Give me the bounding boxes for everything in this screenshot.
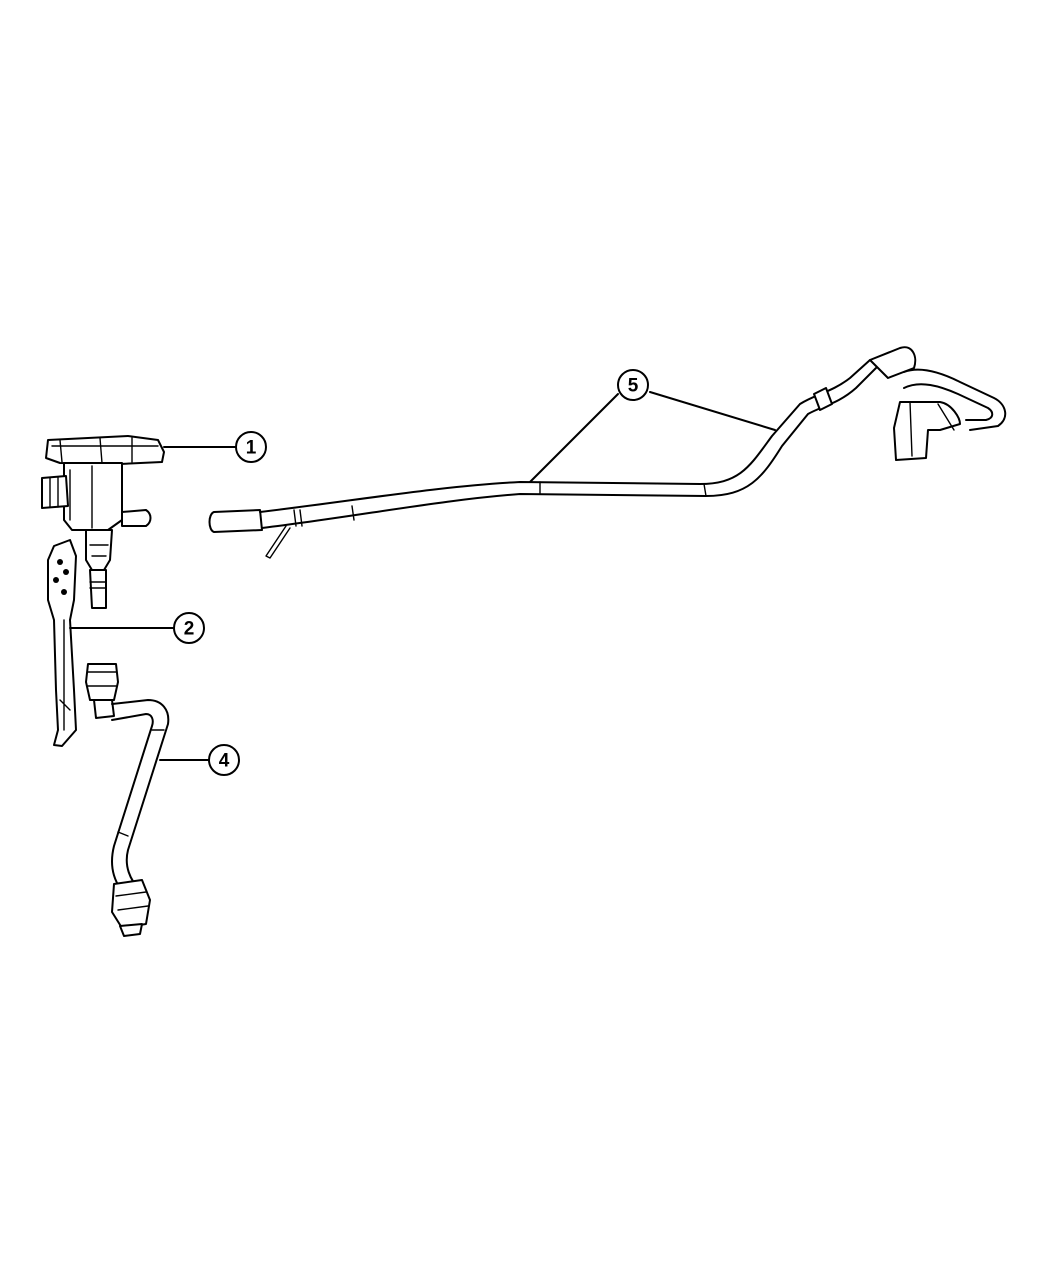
callout-1: 1	[235, 431, 267, 463]
part-1-valve-assembly	[41, 435, 237, 609]
part-2-bracket	[47, 539, 175, 747]
callout-5-label: 5	[628, 376, 639, 397]
callout-5: 5	[617, 369, 649, 401]
callout-4-label: 4	[219, 751, 230, 772]
callout-2-label: 2	[184, 619, 195, 640]
callout-2: 2	[173, 612, 205, 644]
part-5-vent-hose	[208, 346, 1007, 559]
callout-4: 4	[208, 744, 240, 776]
part-4-hose	[85, 663, 209, 937]
callout-1-label: 1	[246, 438, 257, 459]
